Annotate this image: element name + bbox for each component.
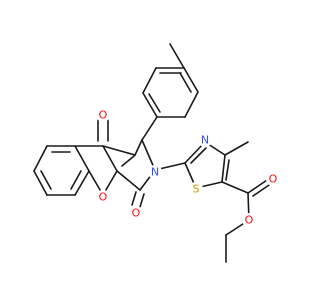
bond bbox=[224, 141, 249, 156]
ketone-oxygen-label: O bbox=[99, 109, 108, 122]
bond bbox=[221, 154, 226, 183]
oxygen-atom: O bbox=[129, 206, 143, 220]
oxygen-atom: O bbox=[96, 108, 110, 122]
bond bbox=[142, 67, 157, 94]
bond bbox=[102, 145, 136, 156]
bond bbox=[102, 145, 118, 172]
bond bbox=[74, 170, 90, 196]
bond bbox=[225, 159, 230, 181]
bond bbox=[148, 93, 161, 113]
bond bbox=[183, 67, 199, 93]
bond bbox=[33, 145, 48, 172]
ester-carbonyl-oxygen-label: O bbox=[269, 173, 278, 186]
thiazole-sulfur-label: S bbox=[193, 183, 200, 196]
sulfur-atom: S bbox=[189, 182, 203, 196]
nitrogen-atom: N bbox=[198, 133, 212, 147]
bond bbox=[179, 72, 192, 93]
bond bbox=[252, 182, 273, 197]
bond bbox=[33, 170, 48, 196]
ring-oxygen-label: O bbox=[99, 191, 108, 204]
ester-ether-oxygen-label: O bbox=[245, 214, 254, 227]
bond bbox=[184, 91, 199, 118]
bond bbox=[116, 170, 141, 191]
atom-label-layer: O O O N N S O bbox=[96, 108, 280, 227]
bond bbox=[40, 170, 52, 190]
bond bbox=[190, 147, 207, 164]
lactam-nitrogen-label: N bbox=[151, 166, 159, 179]
lactam-oxygen-label: O bbox=[132, 207, 141, 220]
oxygen-atom: O bbox=[96, 190, 110, 204]
bond bbox=[141, 139, 156, 171]
bond bbox=[169, 43, 185, 69]
nitrogen-atom: N bbox=[148, 165, 162, 179]
bond bbox=[134, 139, 143, 156]
bond bbox=[141, 116, 158, 141]
oxygen-atom: O bbox=[242, 213, 256, 227]
bond bbox=[221, 181, 249, 194]
molecule-diagram: O O O N N S O bbox=[33, 43, 280, 263]
bond-layer bbox=[33, 43, 273, 263]
bond bbox=[142, 92, 158, 118]
bond bbox=[139, 193, 145, 208]
bond bbox=[74, 145, 90, 172]
structure-canvas: O O O N N S O bbox=[33, 43, 280, 263]
oxygen-atom: O bbox=[266, 172, 280, 186]
thiazole-nitrogen-label: N bbox=[201, 134, 209, 147]
bond bbox=[70, 170, 82, 190]
bond bbox=[121, 155, 135, 167]
bond bbox=[131, 191, 137, 206]
